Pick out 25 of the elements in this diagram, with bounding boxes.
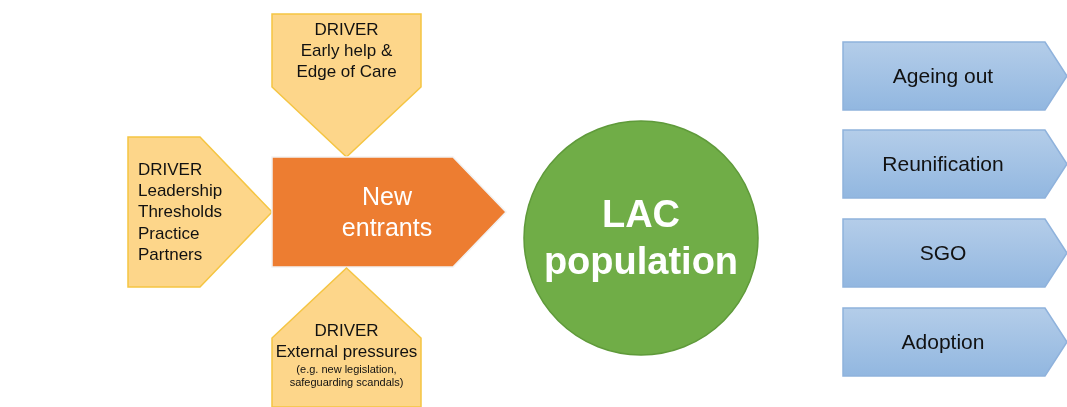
heading: DRIVER [314, 18, 379, 40]
outcome-tab [843, 130, 1067, 198]
item-text: Leadership [138, 180, 223, 202]
node-label: Ageing out [892, 62, 994, 89]
item-text: Partners [138, 243, 203, 266]
driver-banner [272, 14, 421, 157]
driver-banner [272, 268, 421, 407]
item-text: Thresholds [138, 201, 223, 223]
heading: DRIVER [314, 320, 379, 342]
population-circle [523, 120, 759, 356]
item-text: Practice [138, 222, 200, 244]
node-label: Adoption [901, 328, 985, 355]
driver-banner [128, 137, 272, 287]
outcome-tab [843, 219, 1067, 287]
outcome-tab [843, 42, 1067, 110]
heading: DRIVER [138, 158, 203, 181]
item-text: (e.g. new legislation, safeguarding scandals) [288, 362, 405, 389]
outcome-tab [843, 308, 1067, 376]
entrants-banner [272, 157, 506, 267]
node-label: Reunification [882, 150, 1004, 177]
item-text: External pressures [275, 341, 418, 363]
item-text: Early help & Edge of Care [295, 39, 398, 83]
node-label: New entrants [340, 180, 434, 243]
node-label: LAC population [543, 191, 739, 284]
node-label: SGO [919, 239, 967, 266]
